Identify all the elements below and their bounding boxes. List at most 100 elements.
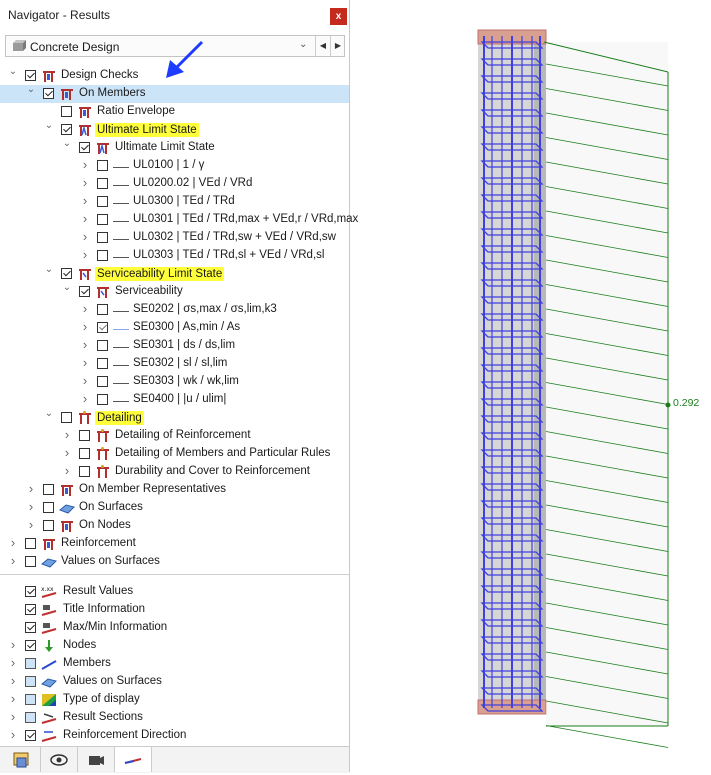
tree-item-reinforcement[interactable]: ›Reinforcement (0, 535, 349, 553)
checkbox[interactable] (79, 448, 90, 459)
expand-arrow-icon[interactable]: › (10, 727, 16, 742)
tree-item-on-surfaces[interactable]: ›On Surfaces (0, 499, 349, 517)
tree-item-ul0302[interactable]: ›UL0302 | TEd / TRd,sw + VEd / VRd,sw (0, 229, 349, 247)
checkbox[interactable] (97, 178, 108, 189)
checkbox[interactable] (97, 322, 108, 333)
checkbox[interactable] (97, 304, 108, 315)
tree-item-on-nodes[interactable]: ›On Nodes (0, 517, 349, 535)
expand-arrow-icon[interactable]: › (64, 445, 70, 460)
tree-item-sls[interactable]: ⌄Serviceability Limit State (0, 264, 349, 283)
display-item-members[interactable]: ›Members (0, 655, 349, 673)
expand-arrow-icon[interactable]: › (10, 673, 16, 688)
tree-item-durability[interactable]: ›Durability and Cover to Reinforcement (0, 463, 349, 481)
checkbox[interactable] (79, 286, 90, 297)
expand-arrow-icon[interactable]: › (10, 553, 16, 568)
checkbox[interactable] (43, 484, 54, 495)
checkbox[interactable] (79, 430, 90, 441)
checkbox[interactable] (25, 622, 36, 633)
tree-item-se0303[interactable]: ›SE0303 | wk / wk,lim (0, 373, 349, 391)
tree-item-on-members[interactable]: ⌄On Members (0, 84, 349, 103)
checkbox[interactable] (25, 586, 36, 597)
tree-item-design-checks[interactable]: ⌄Design Checks (0, 66, 349, 85)
tree-item-values-surfaces[interactable]: ›Values on Surfaces (0, 553, 349, 571)
collapse-arrow-icon[interactable]: ⌄ (44, 264, 54, 275)
checkbox[interactable] (25, 556, 36, 567)
checkbox[interactable] (97, 358, 108, 369)
tree-item-ul0303[interactable]: ›UL0303 | TEd / TRd,sl + VEd / VRd,sl (0, 247, 349, 265)
checkbox[interactable] (97, 232, 108, 243)
checkbox[interactable] (25, 604, 36, 615)
expand-arrow-icon[interactable]: › (82, 355, 88, 370)
checkbox[interactable] (79, 142, 90, 153)
tree-item-se0302[interactable]: ›SE0302 | sl / sl,lim (0, 355, 349, 373)
checkbox[interactable] (25, 676, 36, 687)
checkbox[interactable] (97, 376, 108, 387)
expand-arrow-icon[interactable]: › (82, 319, 88, 334)
collapse-arrow-icon[interactable]: ⌄ (62, 282, 72, 293)
module-dropdown[interactable]: Concrete Design ⌄ ◀ ▶ (5, 35, 345, 57)
camera-tab-icon[interactable] (78, 747, 115, 772)
display-item-title-info[interactable]: Title Information (0, 601, 349, 619)
display-item-nodes[interactable]: ›Nodes (0, 637, 349, 655)
display-item-result-sections[interactable]: ›Result Sections (0, 709, 349, 727)
checkbox[interactable] (97, 250, 108, 261)
checkbox[interactable] (61, 106, 72, 117)
expand-arrow-icon[interactable]: › (64, 427, 70, 442)
checkbox[interactable] (25, 730, 36, 741)
expand-arrow-icon[interactable]: › (82, 229, 88, 244)
expand-arrow-icon[interactable]: › (10, 637, 16, 652)
tree-item-on-member-reps[interactable]: ›On Member Representatives (0, 481, 349, 499)
checkbox[interactable] (61, 268, 72, 279)
expand-arrow-icon[interactable]: › (82, 391, 88, 406)
tree-item-ul0301[interactable]: ›UL0301 | TEd / TRd,max + VEd,r / VRd,ma… (0, 211, 358, 229)
data-tab-icon[interactable] (4, 747, 41, 772)
collapse-arrow-icon[interactable]: ⌄ (26, 84, 36, 95)
checkbox[interactable] (79, 466, 90, 477)
tree-item-se0300[interactable]: ›SE0300 | As,min / As (0, 319, 349, 337)
expand-arrow-icon[interactable]: › (82, 373, 88, 388)
checkbox[interactable] (43, 88, 54, 99)
display-item-values-on-surfaces[interactable]: ›Values on Surfaces (0, 673, 349, 691)
checkbox[interactable] (97, 214, 108, 225)
checkbox[interactable] (25, 70, 36, 81)
expand-arrow-icon[interactable]: › (10, 691, 16, 706)
checkbox[interactable] (97, 340, 108, 351)
checkbox[interactable] (61, 124, 72, 135)
views-tab-icon[interactable] (41, 747, 78, 772)
checkbox[interactable] (25, 640, 36, 651)
tree-item-uls-sub[interactable]: ⌄Ultimate Limit State (0, 138, 349, 157)
prev-icon[interactable]: ◀ (315, 36, 330, 56)
display-item-maxmin-info[interactable]: Max/Min Information (0, 619, 349, 637)
expand-arrow-icon[interactable]: › (28, 481, 34, 496)
checkbox[interactable] (25, 712, 36, 723)
tree-item-ul0200[interactable]: ›UL0200.02 | VEd / VRd (0, 175, 349, 193)
expand-arrow-icon[interactable]: › (82, 211, 88, 226)
checkbox[interactable] (97, 196, 108, 207)
checkbox[interactable] (43, 502, 54, 513)
expand-arrow-icon[interactable]: › (82, 157, 88, 172)
close-button[interactable]: x (330, 8, 347, 25)
expand-arrow-icon[interactable]: › (10, 709, 16, 724)
expand-arrow-icon[interactable]: › (64, 463, 70, 478)
expand-arrow-icon[interactable]: › (10, 535, 16, 550)
results-tab-icon[interactable] (115, 747, 152, 772)
checkbox[interactable] (43, 520, 54, 531)
expand-arrow-icon[interactable]: › (28, 517, 34, 532)
chevron-down-icon[interactable]: ⌄ (299, 39, 308, 50)
tree-item-ul0100[interactable]: ›UL0100 | 1 / γ (0, 157, 349, 175)
expand-arrow-icon[interactable]: › (82, 247, 88, 262)
tree-item-ul0300[interactable]: ›UL0300 | TEd / TRd (0, 193, 349, 211)
checkbox[interactable] (97, 160, 108, 171)
expand-arrow-icon[interactable]: › (28, 499, 34, 514)
collapse-arrow-icon[interactable]: ⌄ (62, 138, 72, 149)
next-icon[interactable]: ▶ (330, 36, 345, 56)
tree-item-detailing[interactable]: ⌄Detailing (0, 408, 349, 427)
tree-item-det-reinf[interactable]: ›Detailing of Reinforcement (0, 427, 349, 445)
expand-arrow-icon[interactable]: › (82, 175, 88, 190)
expand-arrow-icon[interactable]: › (10, 655, 16, 670)
collapse-arrow-icon[interactable]: ⌄ (8, 66, 18, 77)
tree-item-uls[interactable]: ⌄Ultimate Limit State (0, 120, 349, 139)
tree-item-se0301[interactable]: ›SE0301 | ds / ds,lim (0, 337, 349, 355)
checkbox[interactable] (61, 412, 72, 423)
